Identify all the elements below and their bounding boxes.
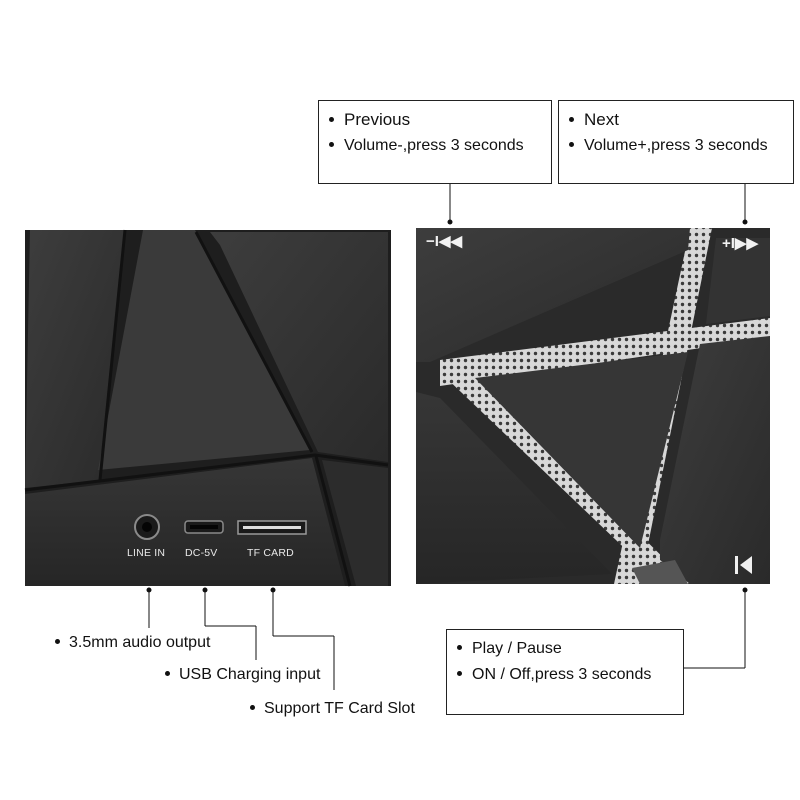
volume-down-label: Volume-,press 3 seconds (344, 137, 524, 154)
callout-play-pause: Play / Pause ON / Off,press 3 seconds (446, 629, 684, 715)
play-pause-icon[interactable] (735, 556, 752, 574)
line-in-label: LINE IN (127, 547, 166, 559)
top-facet-3 (416, 392, 612, 584)
callout-connectors (148, 183, 746, 690)
play-pause-label: Play / Pause (472, 640, 562, 657)
facet-right (210, 232, 388, 462)
top-facet-1 (416, 228, 690, 362)
next-label: Next (584, 110, 619, 129)
tf-card-support-text: Support TF Card Slot (264, 700, 415, 717)
facet-bottom-right (322, 460, 388, 586)
callout-next: Next Volume+,press 3 seconds (558, 100, 794, 184)
speaker-top-view (416, 228, 770, 584)
usb-charging-label: USB Charging input (165, 665, 320, 685)
dc-label: DC-5V (185, 547, 218, 559)
tf-card-support-label: Support TF Card Slot (250, 699, 415, 719)
volume-up-label: Volume+,press 3 seconds (584, 137, 768, 154)
top-facet-5 (660, 336, 770, 584)
usb-charging-text: USB Charging input (179, 666, 321, 683)
top-facet-2 (706, 238, 770, 324)
tf-card-label: TF CARD (247, 547, 294, 559)
volume-down-previous-icon[interactable]: −I◀◀ (426, 233, 462, 250)
speaker-back-view (24, 229, 391, 587)
grille-strip-2 (440, 318, 770, 386)
audio-output-label: 3.5mm audio output (55, 633, 210, 653)
callout-previous: Previous Volume-,press 3 seconds (318, 100, 552, 184)
facet-left (25, 230, 125, 488)
audio-output-text: 3.5mm audio output (69, 634, 211, 651)
power-label: ON / Off,press 3 seconds (472, 666, 652, 683)
top-facet-4 (475, 352, 688, 548)
facet-center (98, 230, 310, 470)
volume-up-next-icon[interactable]: +I▶▶ (722, 235, 758, 252)
previous-label: Previous (344, 110, 411, 129)
